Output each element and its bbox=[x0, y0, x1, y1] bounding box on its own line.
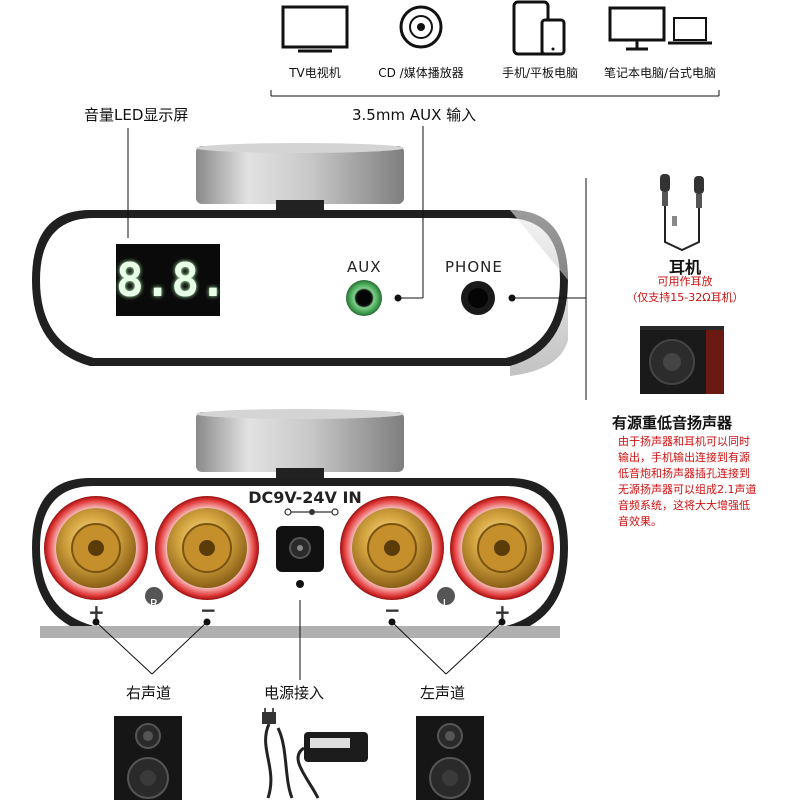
aux-port-label: AUX bbox=[347, 258, 382, 276]
binding-post-r-plus bbox=[44, 496, 148, 600]
power-spec-label: DC9V-24V IN bbox=[248, 488, 362, 507]
dc-dot bbox=[296, 580, 304, 588]
source-cd bbox=[398, 4, 444, 50]
right-channel-label: 右声道 bbox=[126, 684, 172, 702]
sources-bracket bbox=[270, 90, 720, 106]
computer-laptop-icon bbox=[608, 6, 712, 51]
phone-port-label: PHONE bbox=[445, 258, 503, 276]
subwoofer-icon bbox=[640, 326, 724, 394]
left-speaker bbox=[414, 714, 486, 800]
subwoofer-desc-line: 音效果。 bbox=[618, 515, 662, 528]
power-adapter-icon bbox=[262, 708, 368, 799]
right-speaker bbox=[112, 714, 184, 800]
subwoofer-desc-line: 无源扬声器可以组成2.1声道 bbox=[618, 483, 757, 496]
source-label-phone: 手机/平板电脑 bbox=[501, 66, 579, 80]
subwoofer-desc-line: 低音炮和扬声器插孔连接到 bbox=[618, 467, 750, 480]
tv-icon bbox=[281, 5, 349, 53]
binding-post-l-minus bbox=[340, 496, 444, 600]
subwoofer-desc-line: 音频系统，这将大大增强低 bbox=[618, 499, 750, 512]
r-plus-sign: + bbox=[88, 600, 105, 624]
r-minus-sign: − bbox=[200, 598, 217, 622]
binding-post-r-minus bbox=[155, 496, 259, 600]
power-adapter bbox=[248, 708, 372, 800]
subwoofer-illustration bbox=[638, 322, 728, 398]
left-channel-label: 左声道 bbox=[420, 684, 466, 702]
left-channel-badge: L bbox=[442, 597, 450, 611]
front-panel-device: 8.8. AUX PHONE bbox=[20, 140, 580, 380]
source-label-cd: CD /媒体播放器 bbox=[378, 66, 464, 80]
headphone-illustration bbox=[648, 172, 718, 252]
source-devices: TV电视机 CD /媒体播放器 手机/平板电脑 笔记本电脑/台式电脑 bbox=[270, 0, 730, 98]
headphone-note-impedance: （仅支持15-32Ω耳机） bbox=[626, 291, 744, 304]
subwoofer-desc-line: 由于扬声器和耳机可以同时 bbox=[618, 435, 750, 448]
bookshelf-speaker-icon bbox=[114, 716, 182, 800]
source-tv bbox=[280, 4, 350, 56]
source-computer bbox=[608, 6, 714, 54]
led-display-digits: 8.8. bbox=[116, 253, 227, 307]
subwoofer-description: 由于扬声器和耳机可以同时 输出，手机输出连接到有源 低音炮和扬声器插孔连接到 无… bbox=[618, 434, 788, 530]
power-input-label: 电源接入 bbox=[264, 684, 325, 702]
subwoofer-desc-line: 输出，手机输出连接到有源 bbox=[618, 451, 750, 464]
phone-tablet-icon bbox=[512, 0, 566, 56]
source-label-tv: TV电视机 bbox=[289, 66, 341, 80]
l-minus-sign: − bbox=[384, 598, 401, 622]
cd-icon bbox=[399, 5, 443, 49]
headphone-title: 耳机 bbox=[668, 258, 701, 277]
right-channel-badge: R bbox=[149, 597, 159, 611]
back-panel-device: DC9V-24V IN R L + − − + bbox=[20, 408, 580, 648]
binding-post-l-plus bbox=[450, 496, 554, 600]
l-plus-sign: + bbox=[494, 600, 511, 624]
source-phone-tablet bbox=[512, 0, 568, 58]
headphone-note-amp: 可用作耳放 bbox=[657, 275, 713, 288]
aux-input-callout: 3.5mm AUX 输入 bbox=[352, 106, 477, 124]
bookshelf-speaker-icon bbox=[416, 716, 484, 800]
back-leader-lines bbox=[0, 600, 800, 690]
source-label-computer: 笔记本电脑/台式电脑 bbox=[603, 66, 717, 80]
led-display-callout: 音量LED显示屏 bbox=[84, 106, 189, 124]
earphones-icon bbox=[660, 174, 704, 252]
subwoofer-title: 有源重低音扬声器 bbox=[612, 414, 733, 432]
